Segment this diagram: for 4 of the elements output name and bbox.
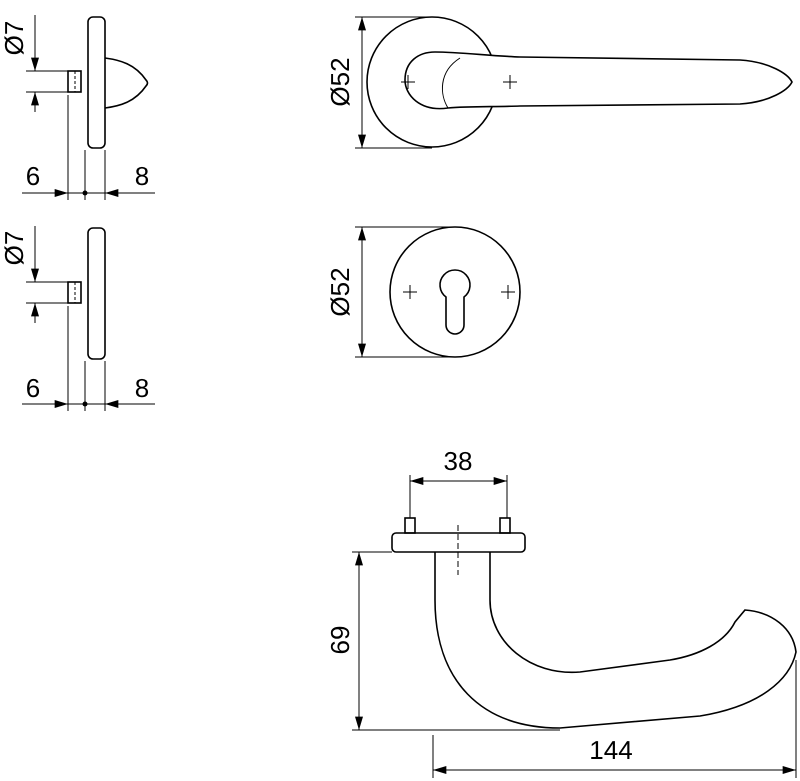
dimension-text: Ø52 xyxy=(327,266,353,318)
dimension-text: Ø7 xyxy=(1,230,27,266)
dimension-text: Ø7 xyxy=(1,20,27,56)
dimension-text: Ø52 xyxy=(327,56,353,108)
